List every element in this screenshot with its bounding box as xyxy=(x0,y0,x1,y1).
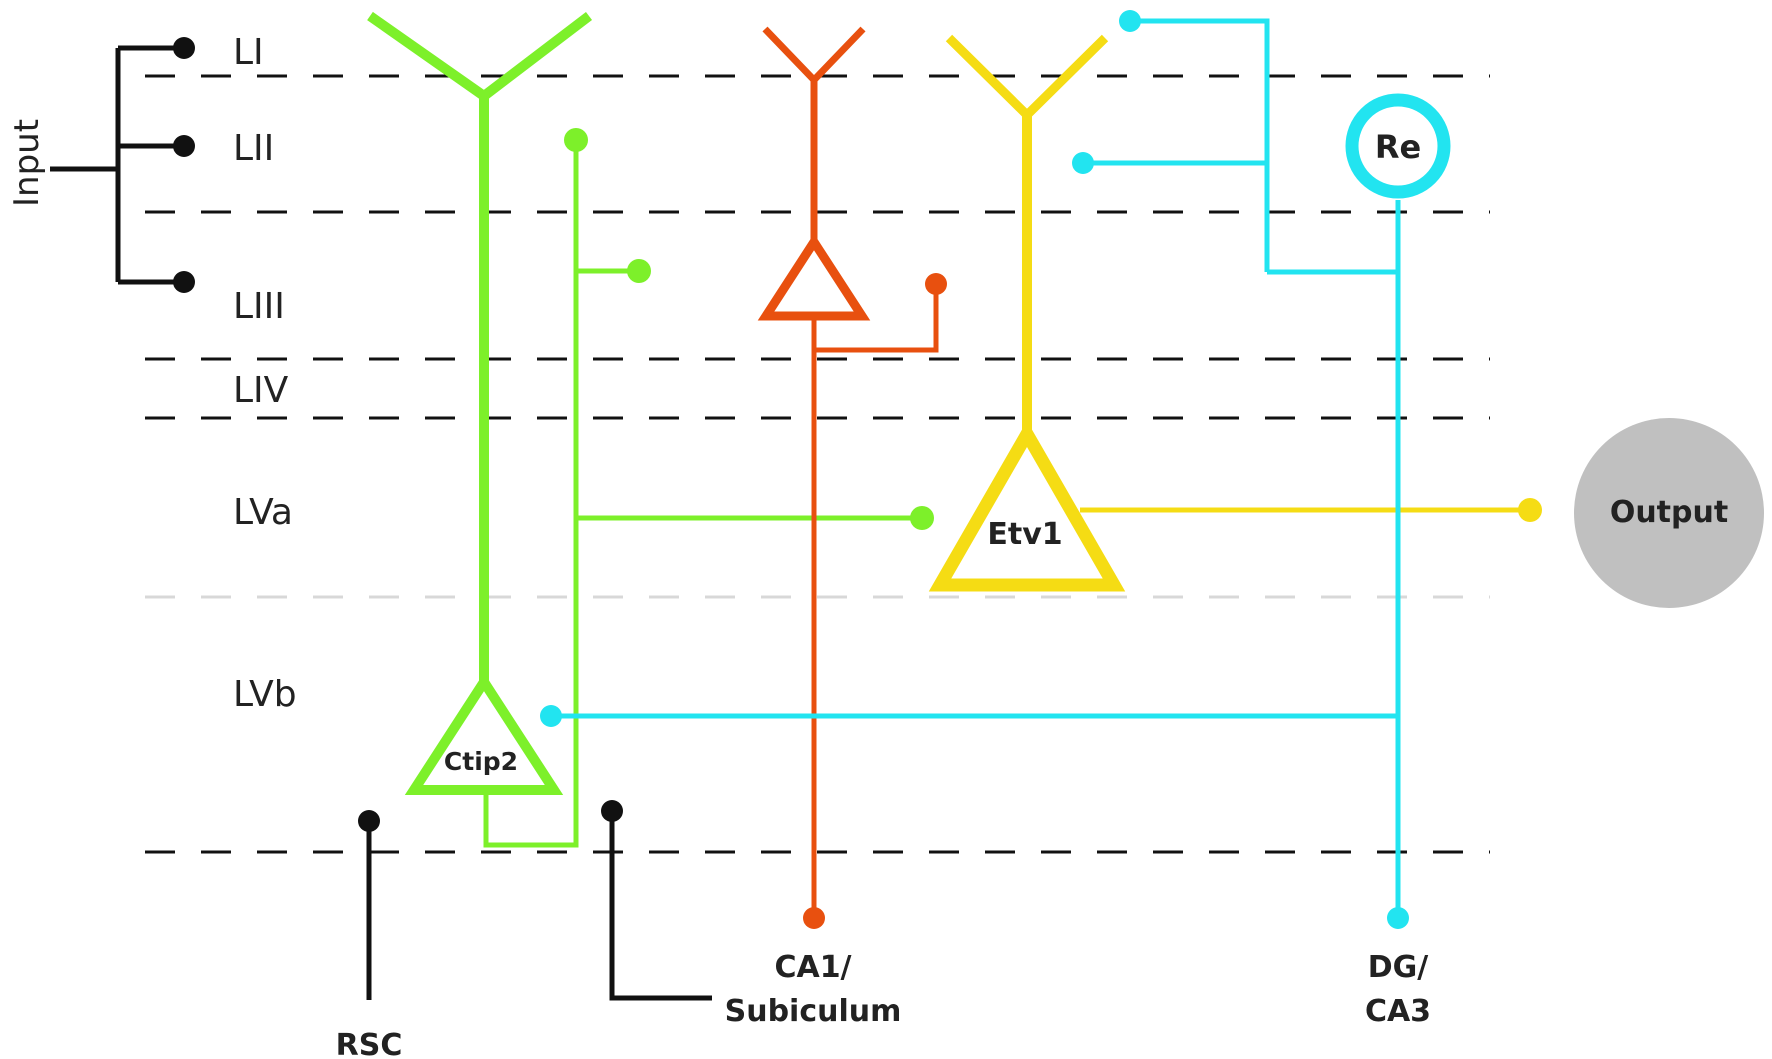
ca1-collateral xyxy=(814,284,939,353)
synapse-dot-icon xyxy=(173,135,195,157)
synapse-dot-icon xyxy=(1387,907,1409,929)
input-label: Input xyxy=(7,119,47,207)
subiculum-fiber xyxy=(609,811,712,1001)
synapse-dot-icon xyxy=(627,259,651,283)
synapse-dot-icon xyxy=(358,810,380,832)
re-fiber-l1 xyxy=(1130,18,1270,272)
ca1-label-line2: Subiculum xyxy=(725,994,902,1029)
rsc-label: RSC xyxy=(336,1028,403,1059)
etv1-neuron xyxy=(928,34,1530,592)
ca1-neuron xyxy=(757,26,939,918)
synapse-dot-icon xyxy=(173,37,195,59)
layer-label-l5b: LVb xyxy=(233,674,297,715)
etv1-label: Etv1 xyxy=(987,517,1062,552)
layer-label-l4: LIV xyxy=(233,370,289,411)
re-projection xyxy=(551,18,1401,918)
ctip2-axon xyxy=(483,140,579,848)
re-label: Re xyxy=(1375,128,1421,166)
synapse-dot-icon xyxy=(601,800,623,822)
ctip2-apical-dendrite xyxy=(367,11,593,103)
dg-label-line1: DG/ xyxy=(1368,950,1429,985)
synapse-dot-icon xyxy=(173,271,195,293)
synapse-dot-icon xyxy=(564,128,588,152)
layer-label-l2: LII xyxy=(233,128,274,169)
ctip2-label: Ctip2 xyxy=(444,747,518,776)
pyramidal-neuron-icon xyxy=(928,420,1126,592)
input-bracket xyxy=(50,45,184,285)
synapse-dot-icon xyxy=(910,506,934,530)
ca1-apical-dendrite xyxy=(762,26,866,86)
nucleus-circle-icon xyxy=(1345,93,1451,199)
target-labels: RSC CA1/ Subiculum DG/ CA3 xyxy=(336,950,1431,1059)
layer-label-l1: LI xyxy=(233,32,264,73)
layer-labels: LI LII LIII LIV LVa LVb xyxy=(233,32,297,715)
ca1-label-line1: CA1/ xyxy=(774,950,851,985)
black-fibers xyxy=(366,811,712,1001)
output-label: Output xyxy=(1610,495,1728,530)
synapse-dot-icon xyxy=(1072,152,1094,174)
layer-label-l3: LIII xyxy=(233,286,285,327)
dg-label-line2: CA3 xyxy=(1365,994,1431,1029)
synapse-dot-icon xyxy=(925,273,947,295)
pyramidal-neuron-icon xyxy=(404,672,564,795)
pyramidal-neuron-icon xyxy=(757,233,871,321)
synapse-dot-icon xyxy=(803,907,825,929)
ctip2-neuron xyxy=(367,11,922,848)
layer-label-l5a: LVa xyxy=(233,492,293,533)
synapse-dot-icon xyxy=(1119,10,1141,32)
synapse-dot-icon xyxy=(1518,498,1542,522)
synapse-dot-icon xyxy=(540,705,562,727)
output-node xyxy=(1574,418,1764,608)
etv1-apical-dendrite xyxy=(945,34,1109,122)
